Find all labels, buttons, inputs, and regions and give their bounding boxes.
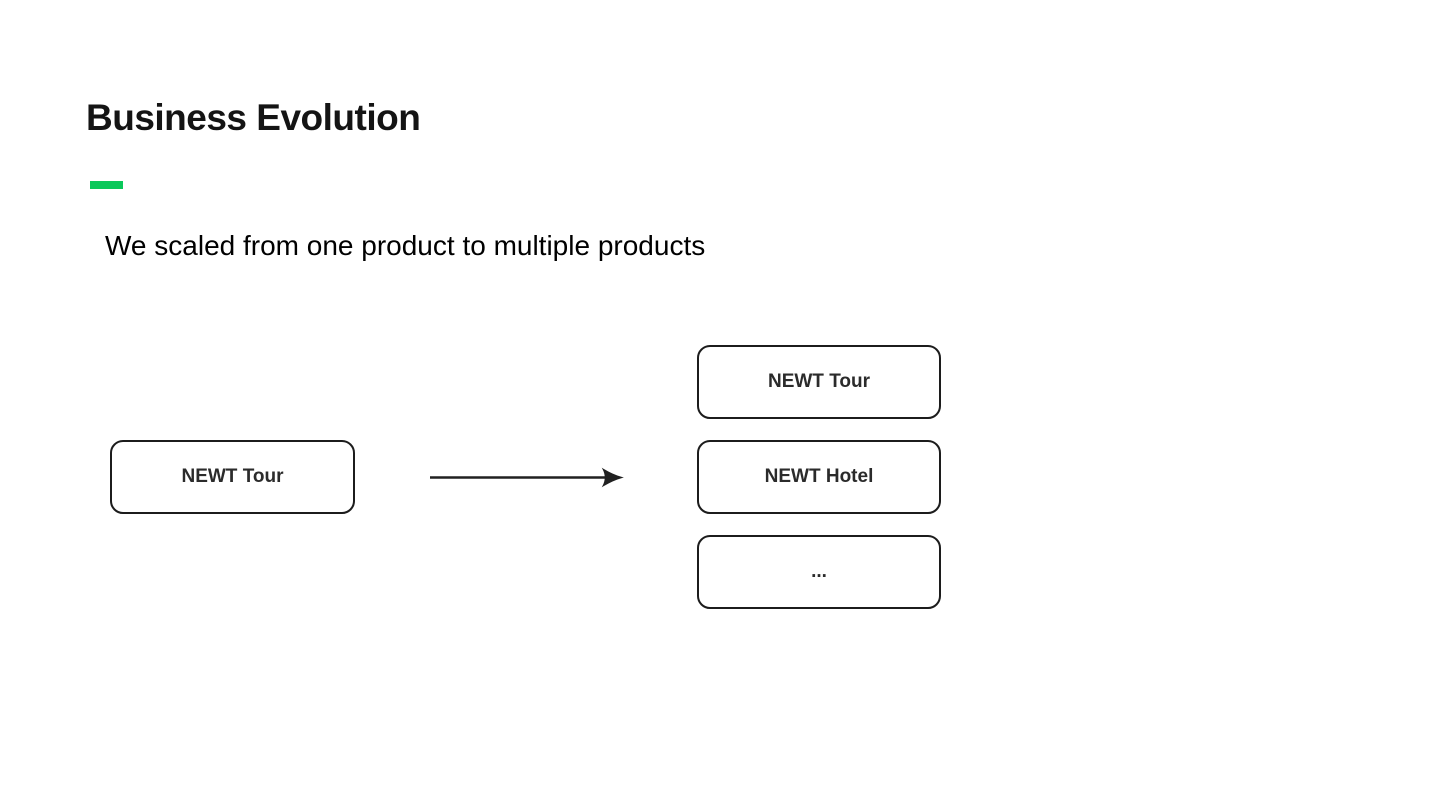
diagram-node-source: NEWT Tour	[110, 440, 355, 514]
diagram-node-label: NEWT Tour	[181, 466, 284, 487]
diagram-node-label: NEWT Hotel	[764, 466, 874, 487]
slide-subtitle: We scaled from one product to multiple p…	[105, 230, 706, 261]
accent-dash	[90, 181, 123, 189]
diagram-node-target-newt-hotel: NEWT Hotel	[697, 440, 941, 514]
arrow-right-icon	[430, 467, 624, 488]
diagram-node-target-ellipsis: ...	[697, 535, 941, 609]
diagram-node-label: ...	[811, 561, 827, 582]
diagram-node-label: NEWT Tour	[767, 371, 870, 392]
diagram-node-target-newt-tour: NEWT Tour	[697, 345, 941, 419]
page-title: Business Evolution	[86, 97, 421, 138]
